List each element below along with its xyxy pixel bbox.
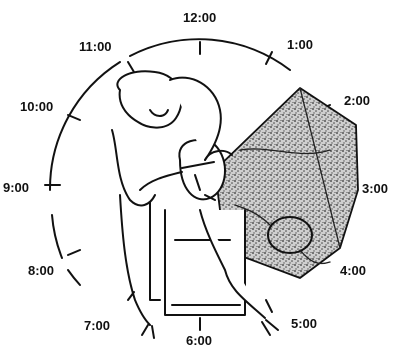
label-1: 1:00: [287, 37, 313, 52]
label-11: 11:00: [79, 39, 112, 54]
label-12: 12:00: [183, 10, 216, 25]
label-4: 4:00: [340, 263, 366, 278]
label-6: 6:00: [186, 333, 212, 348]
label-8: 8:00: [28, 263, 54, 278]
label-9: 9:00: [3, 180, 29, 195]
label-5: 5:00: [291, 316, 317, 331]
label-7: 7:00: [84, 318, 110, 333]
label-10: 10:00: [20, 99, 53, 114]
label-2: 2:00: [344, 93, 370, 108]
dental-chair: [150, 200, 245, 315]
label-3: 3:00: [362, 181, 388, 196]
